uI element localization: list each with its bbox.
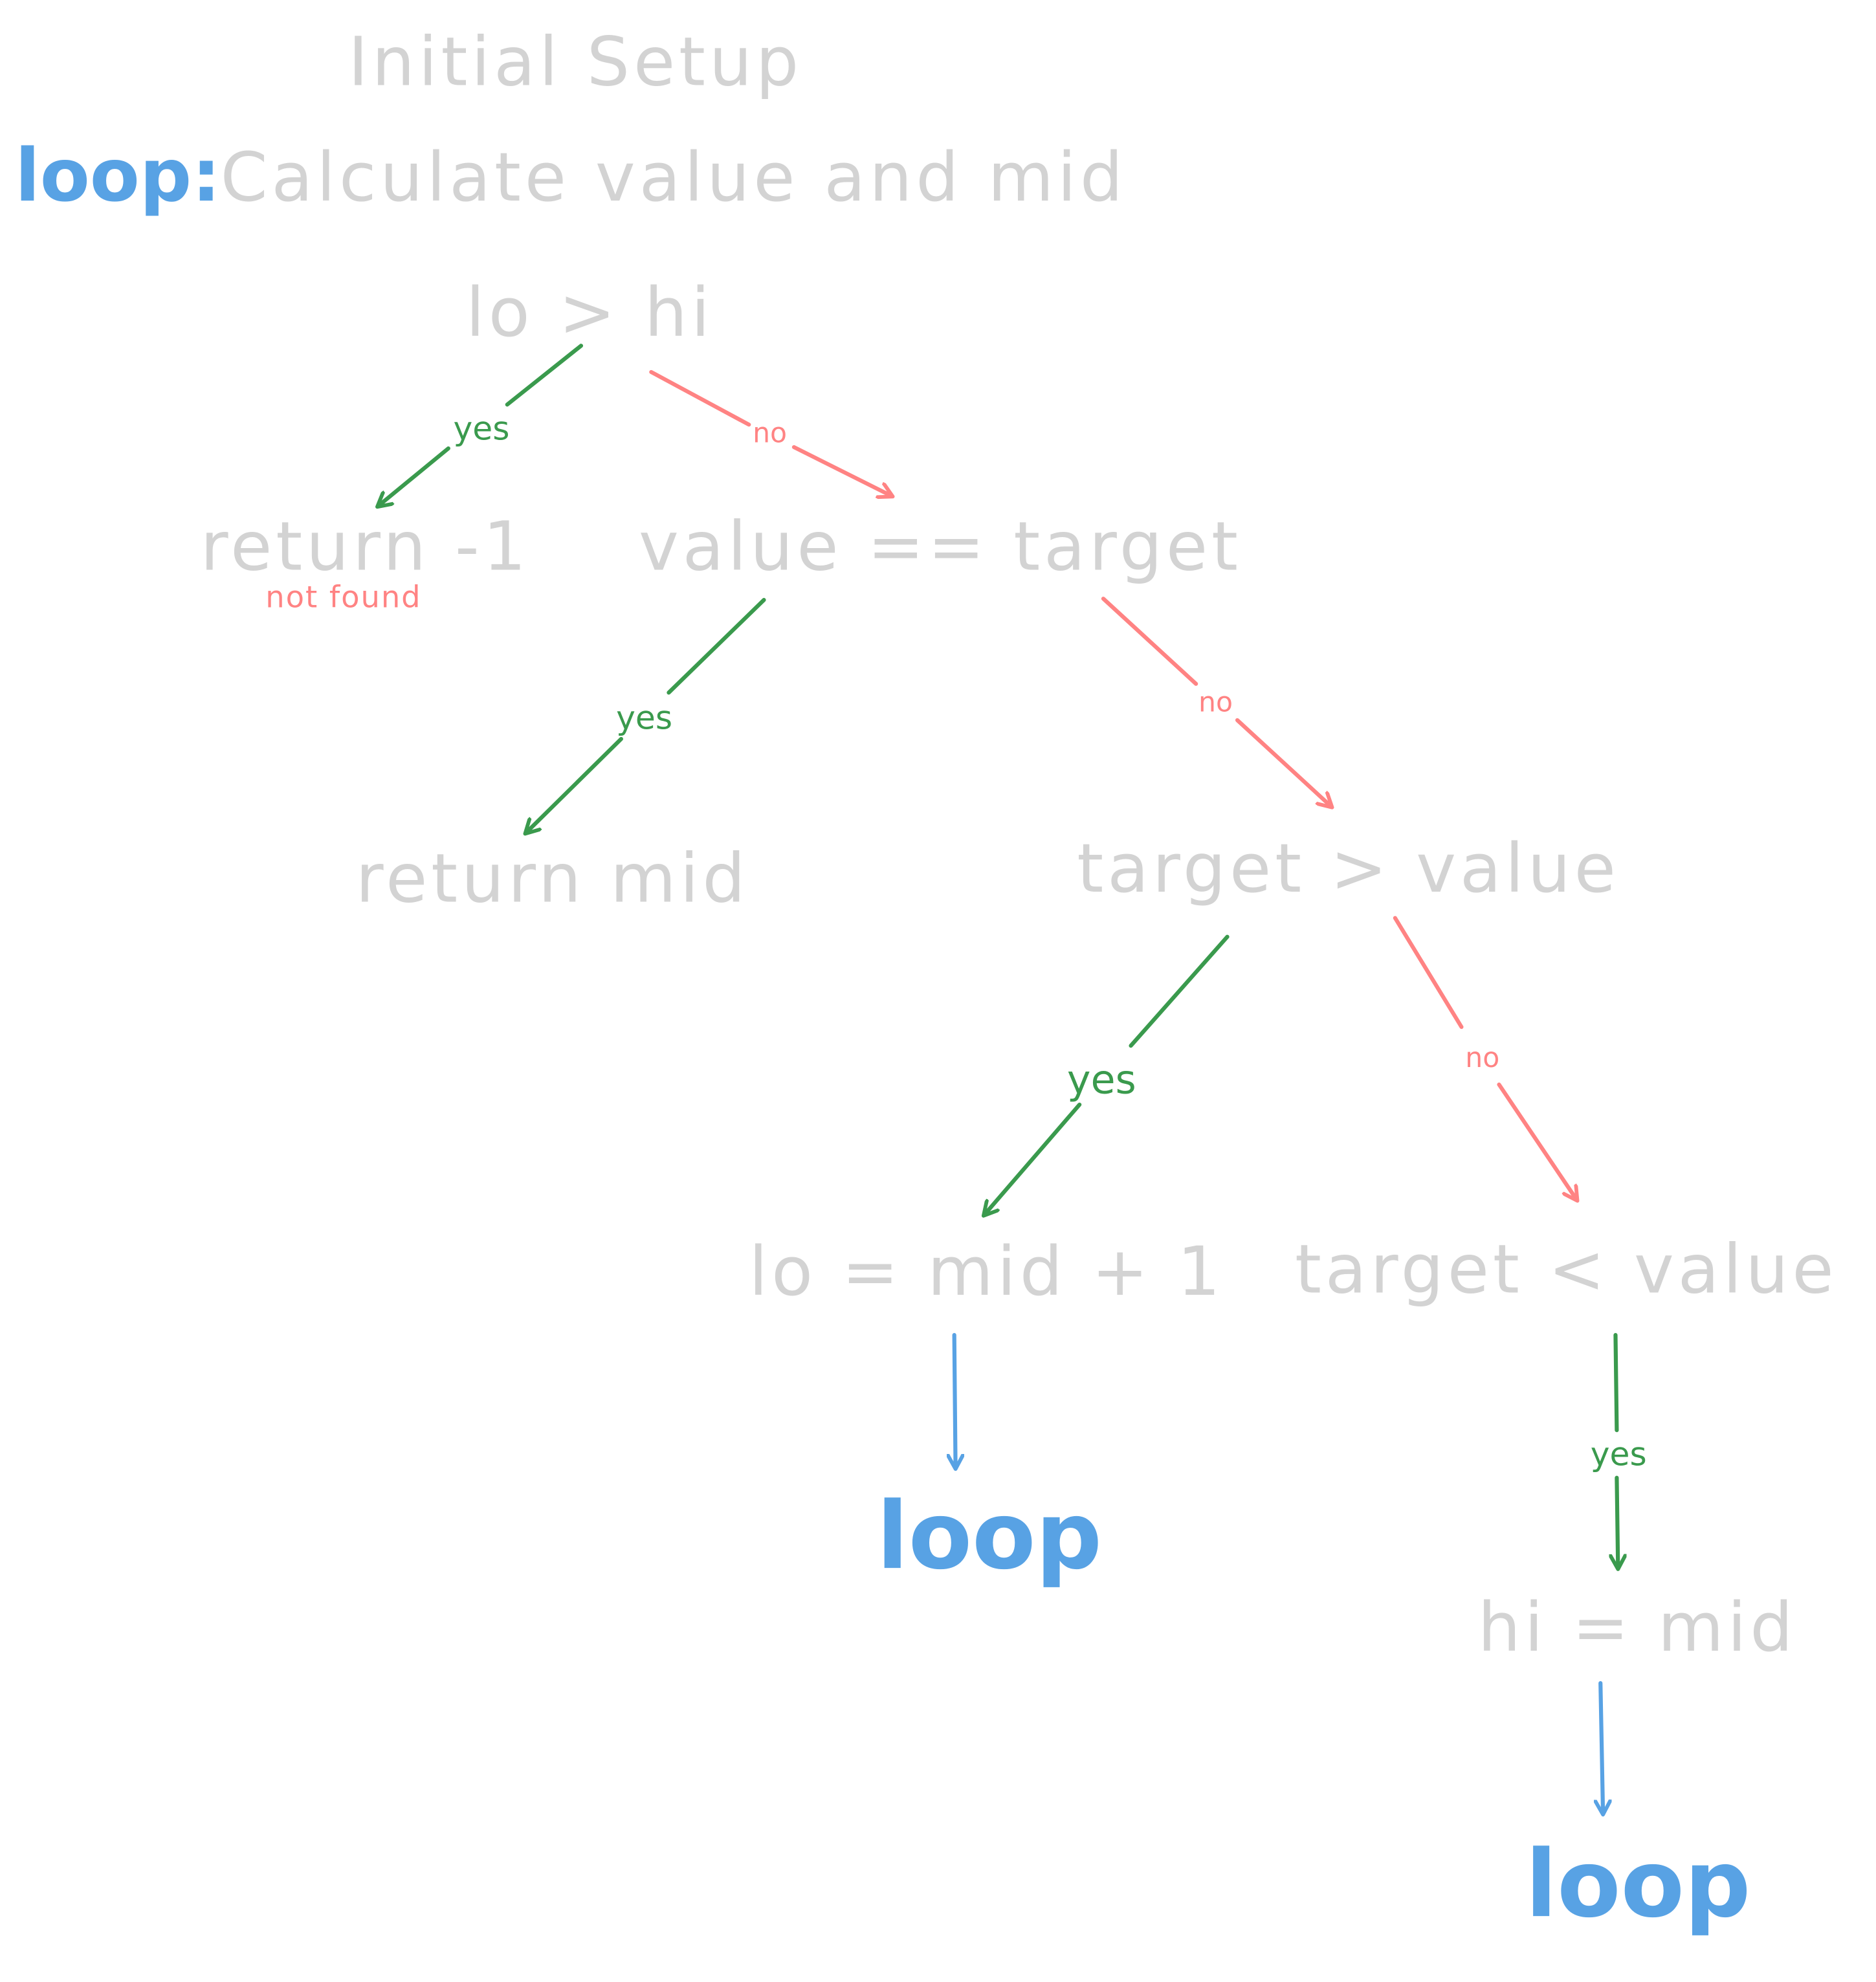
- title-initial-setup: Initial Setup: [348, 23, 802, 102]
- edge-no-value-eq-target: no: [649, 369, 892, 496]
- node-hi-assign: hi = mid: [1478, 1588, 1797, 1667]
- edge-yes-lo-assign: yes: [984, 934, 1230, 1215]
- node-return-neg1: return -1: [201, 507, 530, 586]
- edge-label-yes: yes: [1591, 1435, 1647, 1473]
- node-loop-right: loop: [1525, 1830, 1750, 1938]
- edge-label-no: no: [1465, 1042, 1499, 1074]
- edge-no-target-lt-value: no: [1393, 916, 1577, 1200]
- note-not-found: not found: [265, 580, 421, 615]
- edge-loop-right: [1600, 1681, 1603, 1813]
- edge-no-target-gt-value: no: [1101, 597, 1331, 806]
- node-value-eq-target: value == target: [639, 507, 1242, 586]
- edge-label-no: no: [753, 417, 787, 449]
- edge-yes-return-neg1: yes: [378, 344, 584, 506]
- edge-loop-left: [955, 1333, 956, 1468]
- node-lo-gt-hi: lo > hi: [466, 273, 714, 352]
- node-target-lt-value: target < value: [1295, 1229, 1837, 1308]
- node-target-gt-value: target > value: [1077, 829, 1619, 908]
- edge-yes-hi-assign: yes: [1591, 1333, 1647, 1568]
- edge-label-no: no: [1198, 686, 1233, 718]
- edge-label-yes: yes: [1067, 1057, 1136, 1103]
- node-loop-left: loop: [877, 1482, 1102, 1590]
- node-return-mid: return mid: [356, 839, 749, 918]
- edge-label-yes: yes: [454, 409, 510, 447]
- loop-header-text: Calculate value and mid: [221, 138, 1127, 217]
- edge-label-yes: yes: [616, 698, 672, 736]
- node-lo-assign: lo = mid + 1: [749, 1232, 1224, 1311]
- loop-keyword: loop:: [15, 134, 221, 218]
- edge-yes-return-mid: yes: [526, 598, 766, 833]
